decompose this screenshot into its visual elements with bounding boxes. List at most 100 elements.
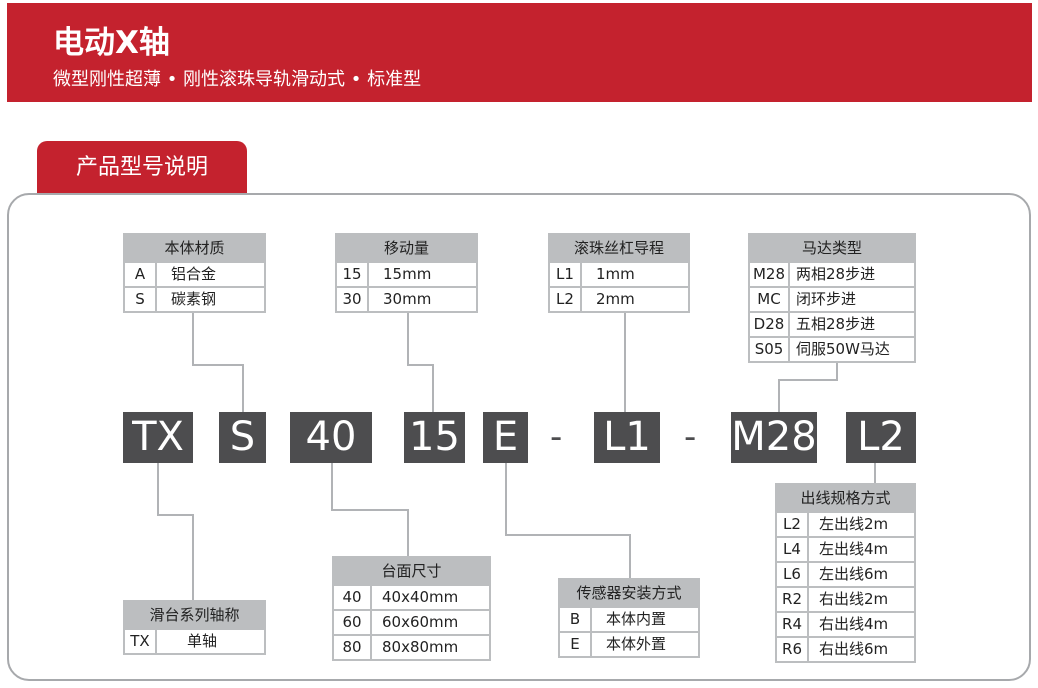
connector-series: [157, 463, 194, 600]
desc-cell: 单轴: [187, 632, 218, 650]
table-row: L6 左出线6m: [777, 561, 914, 586]
code-cell: L2: [550, 288, 582, 311]
table-row: R4 右出线4m: [777, 611, 914, 636]
code-cell: D28: [750, 313, 790, 336]
code-cell: R2: [777, 588, 809, 611]
table-title: 滑台系列轴称: [125, 602, 264, 628]
table-row: D28 五相28步进: [750, 311, 914, 336]
code-cell: 80: [334, 636, 372, 659]
section-tab: 产品型号说明: [37, 141, 247, 195]
desc-cell: 右出线6m: [819, 640, 889, 658]
code-cell: M28: [750, 263, 790, 286]
table-material: 本体材质 A 铝合金 S 碳素钢: [123, 233, 266, 313]
code-table-size: 40: [290, 412, 372, 463]
desc-cell: 80x80mm: [382, 638, 459, 656]
table-title: 移动量: [337, 235, 476, 261]
table-cable: 出线规格方式 L2 左出线2m L4 左出线4m L6 左出线6m R2 右出线2m R…: [775, 483, 916, 663]
desc-cell: 2mm: [596, 290, 635, 308]
code-cable: L2: [846, 412, 916, 463]
desc-cell: 伺服50W马达: [796, 340, 890, 358]
code-material: S: [219, 412, 266, 463]
code-cell: S: [125, 288, 157, 311]
table-row: L4 左出线4m: [777, 536, 914, 561]
table-title: 传感器安装方式: [560, 580, 698, 606]
desc-cell: 五相28步进: [796, 315, 876, 333]
code-cell: 40: [334, 586, 372, 609]
connector-sensor: [505, 463, 631, 578]
table-row: 80 80x80mm: [334, 634, 489, 659]
table-row: 30 30mm: [337, 286, 476, 311]
separator-dash: -: [550, 417, 563, 457]
table-row: 60 60x60mm: [334, 609, 489, 634]
table-row: M28 两相28步进: [750, 261, 914, 286]
connector-material: [192, 308, 244, 412]
desc-cell: 30mm: [383, 290, 432, 308]
table-title: 本体材质: [125, 235, 264, 261]
table-row: S 碳素钢: [125, 286, 264, 311]
desc-cell: 闭环步进: [796, 290, 857, 308]
code-cell: S05: [750, 338, 790, 361]
table-series: 滑台系列轴称 TX 单轴: [123, 600, 266, 655]
code-motor: M28: [731, 412, 817, 463]
table-title: 马达类型: [750, 235, 914, 261]
table-row: L2 2mm: [550, 286, 688, 311]
desc-cell: 右出线2m: [819, 590, 889, 608]
table-row: MC 闭环步进: [750, 286, 914, 311]
desc-cell: 两相28步进: [796, 265, 876, 283]
code-cell: R6: [777, 638, 809, 661]
table-motor: 马达类型 M28 两相28步进 MC 闭环步进 D28 五相28步进 S05 伺服50W…: [748, 233, 916, 363]
desc-cell: 1mm: [596, 265, 635, 283]
code-cell: L2: [777, 513, 809, 536]
code-cell: MC: [750, 288, 790, 311]
table-row: TX 单轴: [125, 628, 264, 653]
code-cell: A: [125, 263, 157, 286]
desc-cell: 碳素钢: [171, 290, 217, 308]
table-row: R6 右出线6m: [777, 636, 914, 661]
desc-cell: 左出线4m: [819, 540, 889, 558]
connector-motor: [778, 356, 838, 412]
table-row: A 铝合金: [125, 261, 264, 286]
desc-cell: 本体外置: [606, 635, 667, 653]
table-sensor: 传感器安装方式 B 本体内置 E 本体外置: [558, 578, 700, 658]
table-title: 滚珠丝杠导程: [550, 235, 688, 261]
table-row: 40 40x40mm: [334, 584, 489, 609]
desc-cell: 15mm: [383, 265, 432, 283]
desc-cell: 左出线2m: [819, 515, 889, 533]
desc-cell: 40x40mm: [382, 588, 459, 606]
code-cell: 30: [337, 288, 369, 311]
code-cell: L6: [777, 563, 809, 586]
separator-dash: -: [684, 417, 697, 457]
page-title: 电动X轴: [53, 25, 170, 61]
table-row: S05 伺服50W马达: [750, 336, 914, 361]
table-row: R2 右出线2m: [777, 586, 914, 611]
desc-cell: 左出线6m: [819, 565, 889, 583]
table-table-size: 台面尺寸 40 40x40mm 60 60x60mm 80 80x80mm: [332, 556, 491, 661]
connector-table-size: [331, 463, 409, 556]
table-row: L2 左出线2m: [777, 511, 914, 536]
code-lead: L1: [594, 412, 660, 463]
page-subtitle: 微型刚性超薄 • 刚性滚珠导轨滑动式 • 标准型: [53, 69, 422, 90]
code-series: TX: [123, 412, 193, 463]
code-cell: R4: [777, 613, 809, 636]
table-lead: 滚珠丝杠导程 L1 1mm L2 2mm: [548, 233, 690, 313]
desc-cell: 铝合金: [171, 265, 217, 283]
code-cell: B: [560, 608, 592, 631]
code-cell: L4: [777, 538, 809, 561]
table-title: 出线规格方式: [777, 485, 914, 511]
table-title: 台面尺寸: [334, 558, 489, 584]
connector-stroke: [407, 308, 434, 412]
code-cell: E: [560, 633, 592, 656]
code-sensor: E: [483, 412, 528, 463]
desc-cell: 右出线4m: [819, 615, 889, 633]
header-banner: 电动X轴 微型刚性超薄 • 刚性滚珠导轨滑动式 • 标准型: [7, 3, 1032, 102]
desc-cell: 60x60mm: [382, 613, 459, 631]
desc-cell: 本体内置: [606, 610, 667, 628]
table-row: B 本体内置: [560, 606, 698, 631]
code-stroke: 15: [404, 412, 465, 463]
code-cell: TX: [125, 630, 157, 653]
code-cell: L1: [550, 263, 582, 286]
code-cell: 60: [334, 611, 372, 634]
